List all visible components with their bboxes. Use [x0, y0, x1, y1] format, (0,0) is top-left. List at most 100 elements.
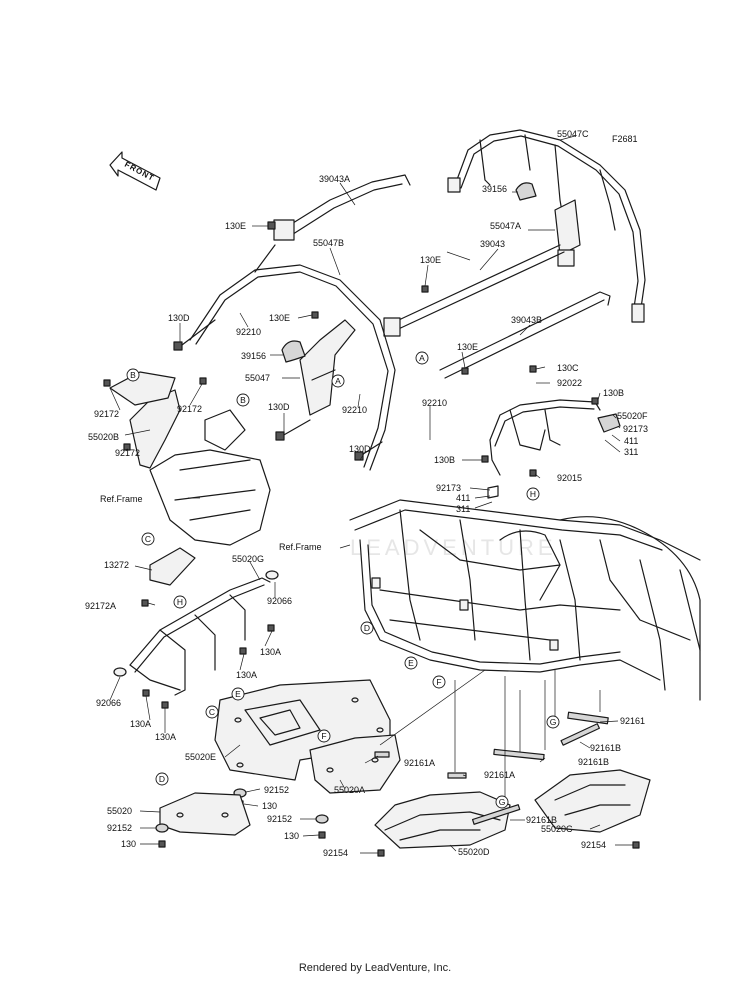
- label-130A-c: 130A: [130, 719, 151, 729]
- callout-C1: C: [141, 532, 155, 546]
- label-92161B-b: 92161B: [590, 743, 621, 753]
- callout-A2: A: [415, 351, 429, 365]
- label-130-a: 130: [262, 801, 277, 811]
- label-92172-a: 92172: [94, 409, 119, 419]
- label-92172-c: 92172: [115, 448, 140, 458]
- skid-plate-55020D: [374, 791, 511, 857]
- footer-credit: Rendered by LeadVenture, Inc.: [298, 962, 452, 974]
- front-guard-55020G: [113, 570, 279, 709]
- label-130E-d: 130E: [457, 342, 478, 352]
- rubber-strips-92161: [374, 711, 609, 825]
- label-130D-b: 130D: [268, 402, 290, 412]
- label-92022: 92022: [557, 378, 582, 388]
- rear-bracket-55020F: [481, 365, 621, 499]
- callout-H2: H: [173, 595, 187, 609]
- svg-text:F: F: [321, 731, 326, 741]
- label-55020E: 55020E: [185, 752, 216, 762]
- svg-text:H: H: [177, 597, 183, 607]
- label-55047C: 55047C: [557, 129, 589, 139]
- callout-E2: E: [231, 687, 245, 701]
- label-55047B: 55047B: [313, 238, 344, 248]
- label-130E-c: 130E: [420, 255, 441, 265]
- label-13272: 13272: [104, 560, 129, 570]
- label-130-c: 130: [121, 839, 136, 849]
- callout-G1: G: [546, 715, 560, 729]
- clamp-39156-lower: [281, 340, 306, 363]
- label-130A-d: 130A: [155, 732, 176, 742]
- label-130D-c: 130D: [349, 444, 371, 454]
- label-92173-a: 92173: [623, 424, 648, 434]
- label-55020A: 55020A: [334, 785, 365, 795]
- label-ref-frame-2: Ref.Frame: [279, 542, 322, 552]
- label-130A-a: 130A: [260, 647, 281, 657]
- skid-plate-55020: [155, 792, 251, 848]
- rear-roll-bar-55047C: [447, 129, 646, 323]
- label-55047: 55047: [245, 373, 270, 383]
- callout-G2: G: [495, 795, 509, 809]
- label-92161B-c: 92161B: [578, 757, 609, 767]
- label-130B-b: 130B: [434, 455, 455, 465]
- svg-text:H: H: [530, 489, 536, 499]
- watermark-text: LEADVENTURE: [350, 535, 557, 560]
- label-130A-b: 130A: [236, 670, 257, 680]
- svg-text:A: A: [335, 376, 341, 386]
- leader-lines: [109, 135, 633, 854]
- plate-13272: [141, 547, 196, 607]
- label-ref-frame-1: Ref.Frame: [100, 494, 143, 504]
- svg-text:E: E: [235, 689, 241, 699]
- svg-text:G: G: [499, 797, 506, 807]
- label-55047A: 55047A: [490, 221, 521, 231]
- svg-text:E: E: [408, 658, 414, 668]
- label-311-a: 311: [624, 447, 638, 457]
- callout-B1: B: [126, 368, 140, 382]
- label-92172A: 92172A: [85, 601, 116, 611]
- label-130-b: 130: [284, 831, 299, 841]
- label-39043: 39043: [480, 239, 505, 249]
- svg-text:G: G: [550, 717, 557, 727]
- callout-D1: D: [360, 621, 374, 635]
- callout-F1: F: [432, 675, 446, 689]
- label-55020G: 55020G: [232, 554, 264, 564]
- label-411-b: 411: [456, 493, 470, 503]
- label-55020C: 55020C: [541, 824, 573, 834]
- label-92210-c: 92210: [422, 398, 447, 408]
- label-92154-a: 92154: [323, 848, 348, 858]
- front-label: FRONT: [123, 160, 156, 183]
- label-39156-a: 39156: [241, 351, 266, 361]
- svg-text:C: C: [209, 707, 215, 717]
- label-92152-b: 92152: [267, 814, 292, 824]
- label-92066-a: 92066: [267, 596, 292, 606]
- label-55020: 55020: [107, 806, 132, 816]
- callout-E1: E: [404, 656, 418, 670]
- label-92161A-b: 92161A: [484, 770, 515, 780]
- callout-D2: D: [155, 772, 169, 786]
- callout-H1: H: [526, 487, 540, 501]
- svg-text:D: D: [159, 774, 165, 784]
- callout-F2: F: [317, 729, 331, 743]
- support-bar-39043B: [439, 291, 611, 379]
- svg-text:C: C: [145, 534, 151, 544]
- bolts-upper: [173, 221, 469, 461]
- label-311-b: 311: [456, 504, 470, 514]
- label-92015: 92015: [557, 473, 582, 483]
- skid-plate-55020C: [534, 769, 651, 849]
- label-92173-b: 92173: [436, 483, 461, 493]
- front-roll-bar-55047B: [189, 244, 396, 471]
- label-411-a: 411: [624, 436, 638, 446]
- front-direction-arrow: FRONT: [109, 151, 161, 191]
- label-130B-a: 130B: [603, 388, 624, 398]
- label-130C: 130C: [557, 363, 579, 373]
- label-39156-b: 39156: [482, 184, 507, 194]
- label-92172-b: 92172: [177, 404, 202, 414]
- support-bar-39043A: [273, 174, 411, 241]
- label-55020F: 55020F: [617, 411, 648, 421]
- label-92152-a: 92152: [264, 785, 289, 795]
- label-39043A: 39043A: [319, 174, 350, 184]
- main-frame-reference: [349, 499, 701, 701]
- label-92161A-a: 92161A: [404, 758, 435, 768]
- label-55020D: 55020D: [458, 847, 490, 857]
- label-55020B: 55020B: [88, 432, 119, 442]
- support-bar-39043: [383, 244, 565, 337]
